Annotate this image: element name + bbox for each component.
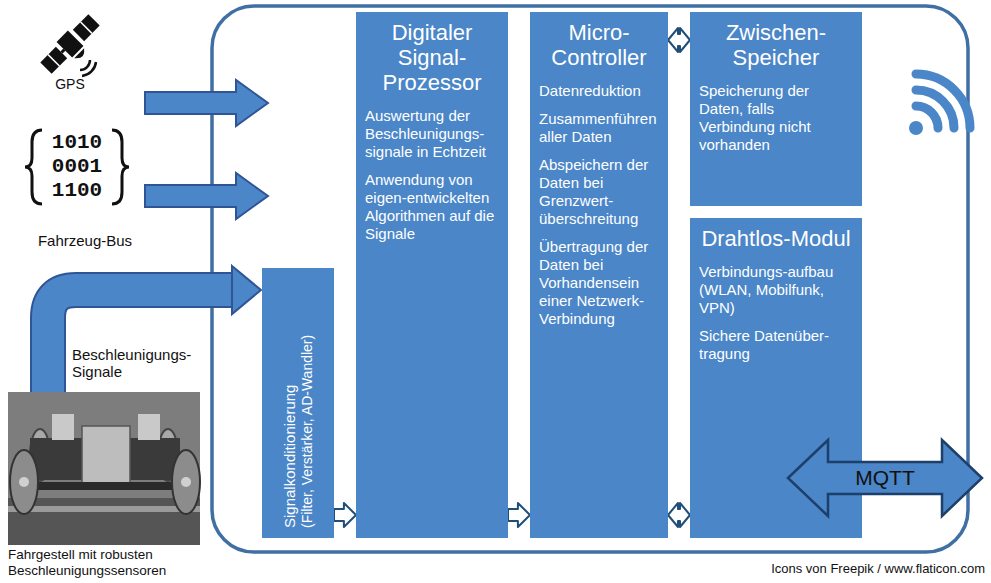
damper: [52, 414, 74, 440]
connector-arrow: [668, 28, 690, 52]
signal-wave: [82, 62, 96, 76]
wifi-dot: [909, 121, 923, 135]
gearbox: [82, 426, 130, 488]
module-box: Digitaler Signal-ProzessorAuswertung der…: [356, 12, 508, 538]
mqtt-double-arrow: [788, 440, 982, 516]
protocol-label: MQTT: [828, 464, 942, 492]
wheel-hub: [19, 477, 29, 487]
module-text: Auswertung der Beschleunigungs-signale i…: [365, 107, 499, 161]
bus-data-icon-text: 1010 0001 1100: [46, 131, 108, 203]
gps-satellite-icon: [38, 12, 106, 80]
signal-label: Beschleunigungs-Signale: [72, 346, 207, 380]
module-text: Abspeichern der Daten bei Grenzwert-über…: [539, 156, 659, 228]
module-title: Digitaler Signal-Prozessor: [365, 20, 499, 95]
signal-arrow-body: [48, 290, 238, 396]
wheel-hub: [181, 477, 191, 487]
signal-conditioning-box: Signalkonditionierung(Filter, Verstärker…: [262, 268, 334, 538]
module-text: Verbindungs-aufbau (WLAN, Mobilfunk, VPN…: [699, 263, 853, 317]
solar-panel: [40, 47, 67, 74]
rail: [8, 506, 200, 512]
photo-floor: [8, 498, 200, 545]
wifi-arc: [916, 90, 954, 128]
gps-label: GPS: [38, 76, 102, 92]
icon-credit: Icons von Freepik / www.flaticon.com: [690, 561, 985, 576]
input-arrow: [145, 173, 268, 219]
connector-arrow: [508, 503, 530, 527]
panel-line: [48, 55, 59, 66]
wifi-arc: [916, 74, 970, 128]
brace-left: [25, 130, 42, 204]
photo-background: [8, 392, 200, 545]
module-text: Sichere Datenüber-tragung: [699, 327, 853, 363]
module-box: Micro-ControllerDatenreduktionZusammenfü…: [530, 12, 668, 538]
rotated-text-block: Signalkonditionierung(Filter, Verstärker…: [281, 278, 316, 528]
connector-arrow: [668, 503, 690, 527]
module-text: Zusammenführen aller Daten: [539, 110, 659, 146]
input-arrow: [145, 80, 268, 126]
connector-arrow: [334, 503, 356, 527]
module-title: Micro-Controller: [539, 20, 659, 70]
wifi-arc: [916, 106, 938, 128]
panel-line: [81, 22, 92, 33]
module-title: Drahtlos-Modul: [699, 226, 853, 251]
module-title: Zwischen-Speicher: [699, 20, 853, 70]
module-text: Anwendung von eigen-entwickelten Algorit…: [365, 171, 499, 243]
bogie-photo: [8, 392, 200, 545]
mqtt-arrow-group: MQTT: [786, 436, 986, 520]
module-text: Datenreduktion: [539, 82, 659, 100]
module-box: Zwischen-SpeicherSpeicherung der Daten, …: [690, 12, 862, 206]
module-text: Übertragung der Daten bei Vorhandensein …: [539, 238, 659, 328]
panel-arm: [62, 50, 65, 53]
axle: [24, 482, 186, 490]
wifi-icon: [909, 74, 970, 135]
signal-arrow-head: [232, 266, 261, 314]
bus-label: Fahrzeug-Bus: [20, 232, 150, 249]
module-title: Signalkonditionierung: [281, 278, 299, 528]
module-text: Speicherung der Daten, falls Verbindung …: [699, 82, 853, 154]
front-wheel: [172, 450, 200, 514]
brace-right: [112, 130, 129, 204]
signal-wave: [80, 60, 90, 70]
solar-panel: [73, 14, 100, 41]
front-wheel: [10, 450, 38, 514]
photo-caption: Fahrgestell mit robusten Beschleunigungs…: [8, 547, 204, 579]
satellite-dish: [74, 48, 87, 61]
damper: [138, 414, 160, 440]
module-text: (Filter, Verstärker, AD-Wandler): [299, 278, 316, 528]
